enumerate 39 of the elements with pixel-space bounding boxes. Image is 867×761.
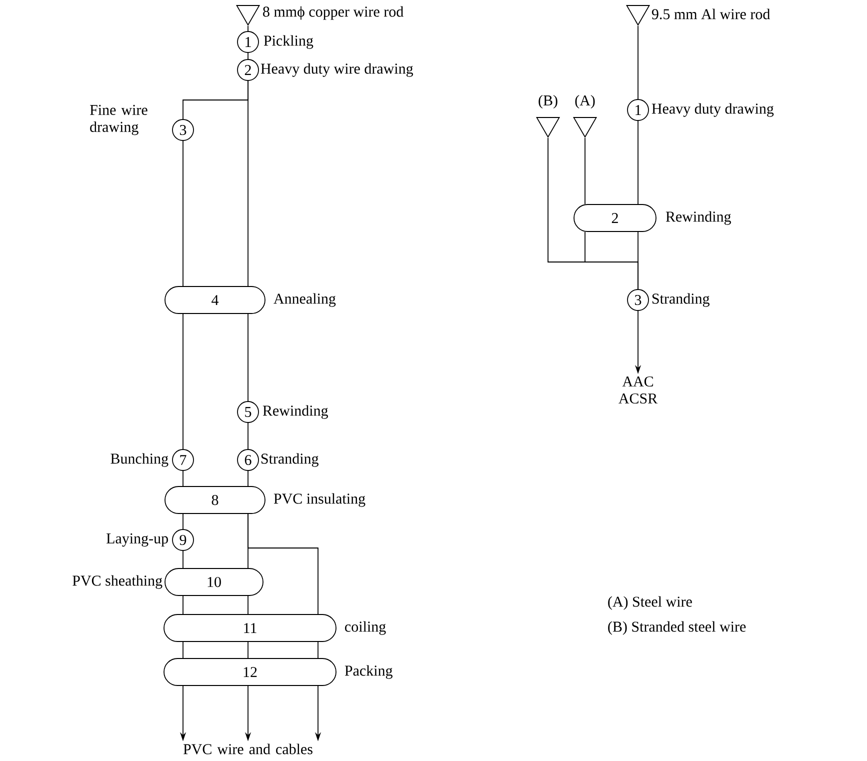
connector-line: [182, 314, 184, 450]
step-label: Laying-up: [106, 533, 168, 547]
output-text: AAC ACSR: [618, 376, 658, 404]
step-label: Stranding: [652, 293, 710, 307]
process-box: 11: [164, 614, 336, 642]
step-label: Bunching: [110, 453, 168, 467]
step-label: PVC insulating: [274, 493, 366, 507]
step-label: Fine wire drawing: [90, 104, 148, 136]
connector-line: [182, 470, 184, 486]
step-label: Heavy duty wire drawing: [260, 63, 414, 77]
connector-line: [182, 140, 184, 286]
step-label: Rewinding: [262, 405, 328, 419]
step-label: Heavy duty drawing: [652, 103, 774, 117]
process-box: 10: [164, 568, 264, 596]
legend-note: (A) Steel wire: [608, 596, 692, 610]
connector-line: [584, 137, 586, 204]
legend-note: (B) Stranded steel wire: [608, 621, 746, 635]
process-box: 8: [164, 486, 266, 514]
step-label: (B): [538, 94, 558, 109]
connector-line: [548, 137, 638, 290]
step-label: Packing: [344, 665, 392, 679]
process-box: 2: [574, 204, 656, 232]
step-label: Pickling: [264, 35, 314, 49]
connector-line: [182, 596, 184, 614]
step-label: (A): [575, 94, 595, 109]
step-label: 9.5 mm Al wire rod: [652, 8, 770, 20]
connector-line: [248, 514, 318, 614]
step-label: coiling: [345, 621, 386, 635]
step-label: Stranding: [261, 453, 318, 467]
connector-line: [182, 514, 184, 530]
step-label: Annealing: [274, 293, 336, 307]
connector-line: [182, 550, 184, 568]
step-label: Rewinding: [666, 211, 731, 225]
process-box: 12: [164, 658, 336, 686]
connector-line: [182, 642, 184, 658]
step-label: PVC sheathing: [72, 575, 162, 589]
output-text: PVC wire and cables: [183, 744, 312, 754]
process-box: 4: [164, 286, 266, 314]
step-label: 8 mmϕ copper wire rod: [263, 6, 404, 20]
